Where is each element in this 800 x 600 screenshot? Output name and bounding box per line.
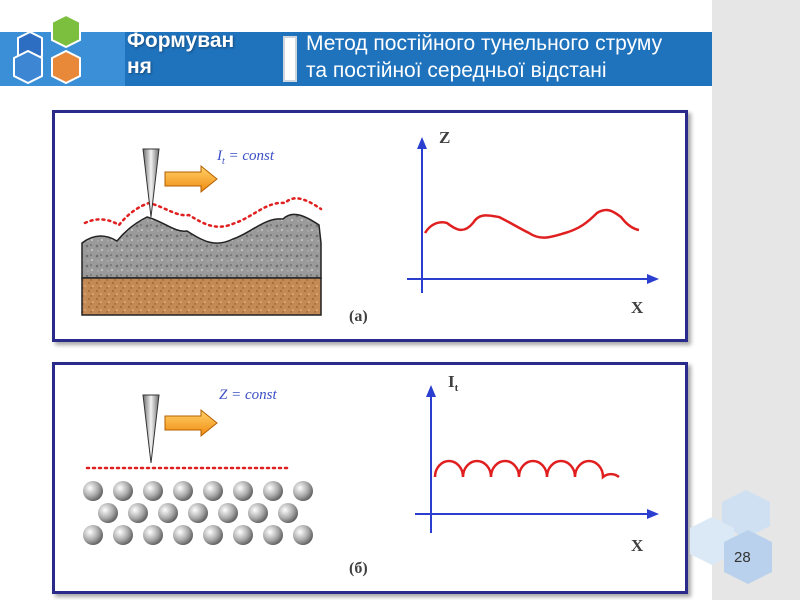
x-axis-label: X (631, 536, 644, 555)
panel-b-illustration: Z = const It X (б) (83, 372, 659, 577)
panel-a-illustration: It = const Z X (a) (81, 128, 659, 325)
slide-title-line-1: Метод постійного тунельного струму (306, 32, 663, 55)
x-axis-label: X (631, 298, 644, 317)
y-axis-arrow-icon (417, 137, 427, 149)
height-profile-curve (423, 208, 640, 239)
slide-title-line-2: та постійної середньої відстані (306, 59, 607, 82)
header-divider (283, 36, 297, 82)
sample-substrate (81, 277, 322, 316)
formula-constant-height: Z = const (219, 387, 277, 403)
panel-constant-height: Z = const It X (б) (52, 362, 688, 594)
section-title-line-2: ня (127, 55, 152, 78)
slide-title: Метод постійного тунельного струму та по… (306, 30, 706, 84)
scan-direction-arrow-icon (164, 164, 218, 194)
hexagon-logo-icon (13, 13, 81, 85)
panel-a-caption: (a) (349, 308, 368, 325)
atom-lattice (83, 481, 313, 545)
x-axis-arrow-icon (647, 509, 659, 519)
y-axis-label: It (448, 372, 459, 394)
page-number: 28 (734, 549, 751, 566)
current-profile-curve (433, 459, 620, 480)
section-title-line-1: Формуван (127, 29, 235, 52)
stm-tip-icon (142, 148, 160, 218)
panel-constant-current: It = const Z X (a) (52, 110, 688, 342)
y-axis-label: Z (439, 128, 450, 147)
decorative-hexagons-icon (690, 490, 772, 584)
scan-direction-arrow-icon (164, 408, 218, 438)
y-axis-arrow-icon (426, 385, 436, 397)
tip-trajectory (83, 197, 323, 228)
sample-surface (81, 213, 322, 279)
stm-tip-icon (142, 394, 160, 464)
section-title: Формуван ня (127, 28, 277, 80)
x-axis-arrow-icon (647, 274, 659, 284)
formula-constant-current: It = const (216, 148, 275, 167)
panel-b-caption: (б) (349, 560, 368, 577)
